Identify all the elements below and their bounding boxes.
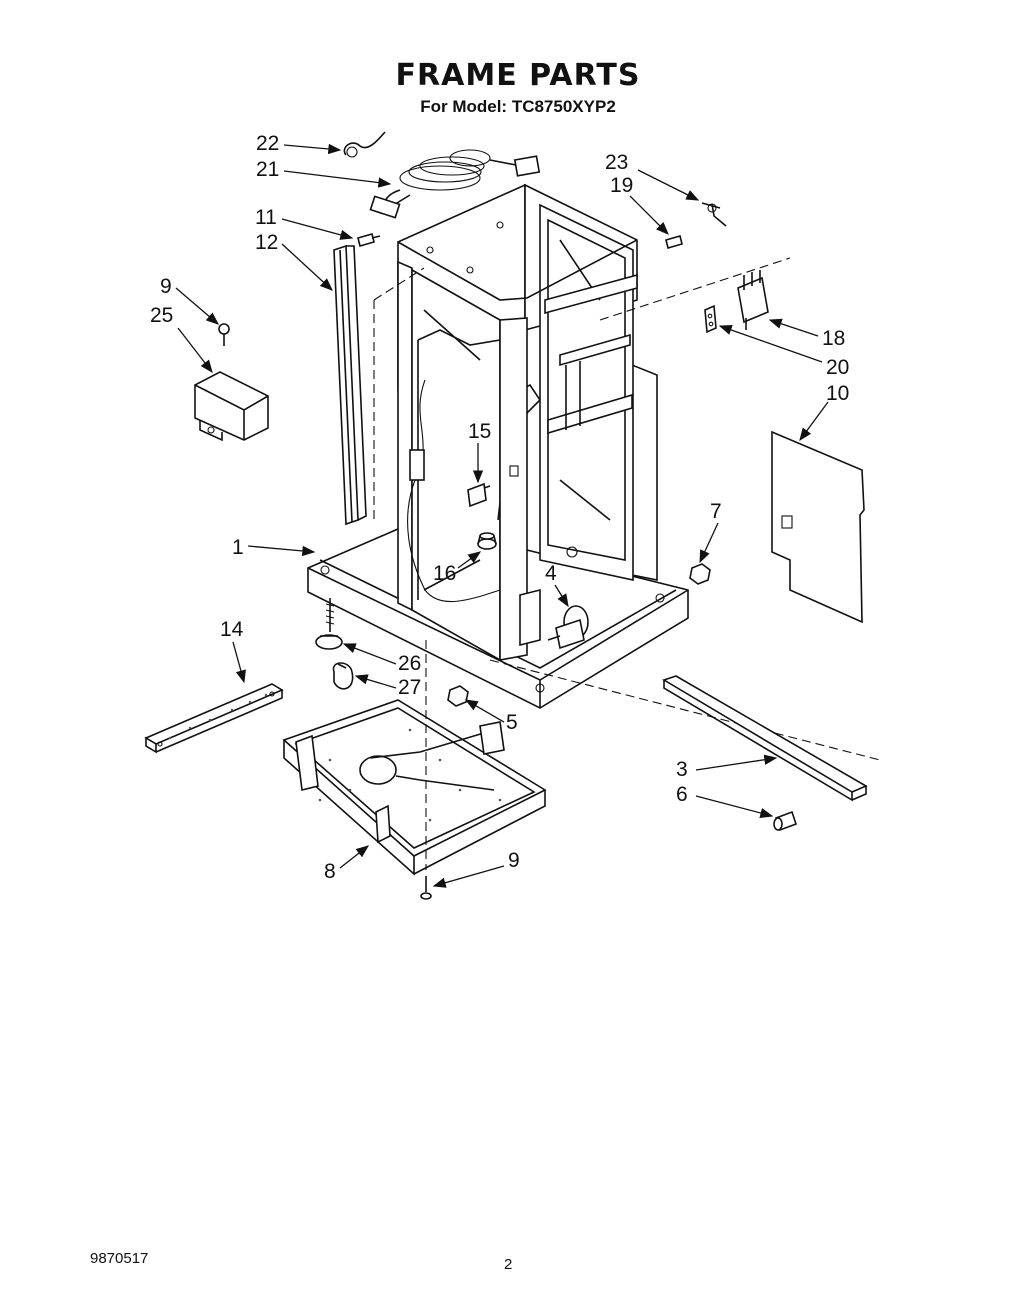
part-19-screw <box>665 235 683 249</box>
part-11-screw <box>357 233 381 247</box>
callout-9-top: 9 <box>160 275 172 298</box>
callout-22: 22 <box>256 132 279 155</box>
part-3-rail <box>662 675 868 802</box>
model-subtitle: For Model: TC8750XYP2 <box>420 97 616 116</box>
part-4-motor <box>547 605 589 650</box>
callout-14: 14 <box>220 618 244 641</box>
part-9-screw-top <box>218 323 230 346</box>
part-25-bracket-cover <box>194 371 269 442</box>
callout-9-bottom: 9 <box>508 849 520 872</box>
callout-12: 12 <box>255 231 278 254</box>
cabinet-frame <box>307 183 689 709</box>
document-number: 9870517 <box>90 1250 149 1267</box>
part-6-plug <box>773 810 798 832</box>
callout-5: 5 <box>506 711 518 734</box>
callout-8: 8 <box>324 860 336 883</box>
callout-20: 20 <box>826 356 849 379</box>
part-14-toe-plate <box>144 683 284 754</box>
callout-labels: 22 21 11 12 9 25 23 19 18 20 10 15 1 <box>150 132 849 888</box>
part-23-clip <box>701 202 727 227</box>
part-26-leveling-leg <box>315 598 343 650</box>
part-22-wire-clip <box>343 131 386 158</box>
part-27-clip <box>332 662 354 690</box>
callout-26: 26 <box>398 652 421 675</box>
part-10-back-panel <box>771 430 865 624</box>
callout-3: 3 <box>676 758 688 781</box>
callout-7: 7 <box>710 500 722 523</box>
callout-19: 19 <box>610 174 633 197</box>
part-8-base-pan <box>282 699 547 876</box>
page-number: 2 <box>504 1256 513 1273</box>
callout-10: 10 <box>826 382 849 405</box>
callout-15: 15 <box>468 420 491 443</box>
part-16-rubber-foot <box>477 532 497 550</box>
callout-4: 4 <box>545 562 557 585</box>
callout-16: 16 <box>433 562 456 585</box>
callout-23: 23 <box>605 151 628 174</box>
callout-25: 25 <box>150 304 173 327</box>
part-20-plate <box>704 304 717 334</box>
callout-18: 18 <box>822 327 845 350</box>
part-5-nut <box>447 685 469 707</box>
part-15-clip <box>467 465 519 508</box>
callout-1: 1 <box>232 536 244 559</box>
part-12-vertical-strip <box>333 244 367 526</box>
part-9-screw-bottom <box>420 876 432 900</box>
part-7-nut <box>689 563 711 585</box>
page-title: FRAME PARTS <box>395 58 641 93</box>
part-18-switch <box>737 270 769 330</box>
callout-11: 11 <box>255 206 277 229</box>
callout-21: 21 <box>256 158 279 181</box>
callout-6: 6 <box>676 783 688 806</box>
callout-27: 27 <box>398 676 421 699</box>
part-21-power-cord <box>369 149 541 219</box>
